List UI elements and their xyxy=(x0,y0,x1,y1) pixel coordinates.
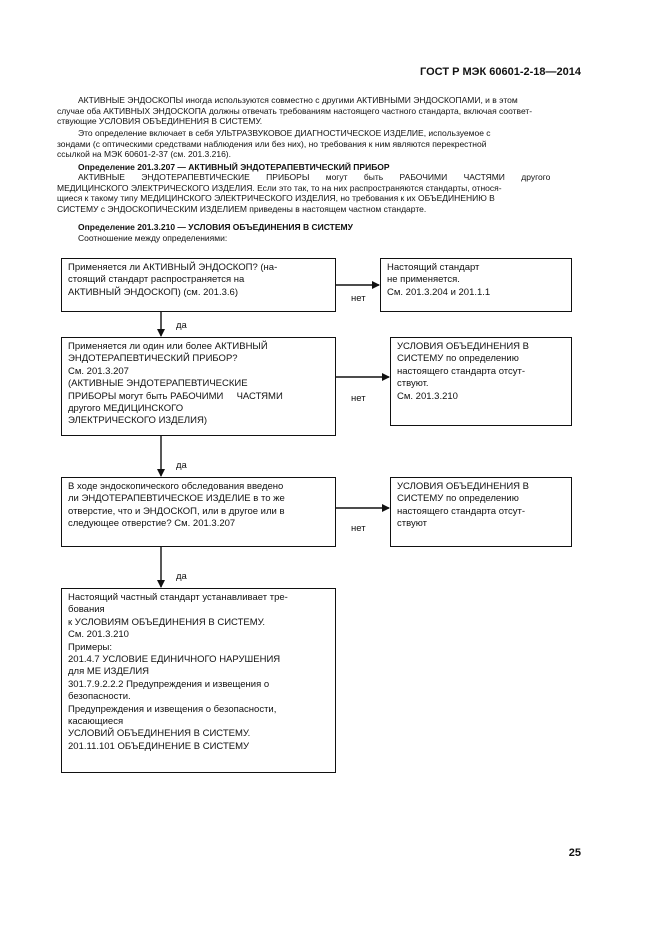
result-box-no-system-conditions-2: УСЛОВИЯ ОБЪЕДИНЕНИЯ В СИСТЕМУ по определ… xyxy=(390,477,572,547)
text-line: случае оба АКТИВНЫХ ЭНДОСКОПА должны отв… xyxy=(57,105,533,116)
box-line: УСЛОВИЯ ОБЪЕДИНЕНИЯ В xyxy=(397,481,530,492)
no-label: нет xyxy=(351,293,366,304)
box-line: касающиеся xyxy=(68,716,124,728)
box-line: отверстие, что и ЭНДОСКОП, или в другое … xyxy=(68,505,285,517)
page-number: 25 xyxy=(568,847,581,859)
box-line: 301.7.9.2.2.2 Предупреждения и извещения… xyxy=(68,678,270,690)
definition-heading-210: Определение 201.3.210 — УСЛОВИЯ ОБЪЕДИНЕ… xyxy=(78,222,353,232)
box-line: настоящего стандарта отсут- xyxy=(397,365,526,377)
yes-label: да xyxy=(176,571,187,582)
box-line: УСЛОВИЯ ОБЪЕДИНЕНИЯ В xyxy=(397,341,530,352)
box-line: для МЕ ИЗДЕЛИЯ xyxy=(68,666,150,678)
box-line: не применяется. xyxy=(387,274,460,286)
result-box-no-system-conditions-1: УСЛОВИЯ ОБЪЕДИНЕНИЯ В СИСТЕМУ по определ… xyxy=(390,337,572,426)
text-line: ствующие УСЛОВИЯ ОБЪЕДИНЕНИЯ В СИСТЕМУ. xyxy=(57,116,263,127)
text-line: Это определение включает в себя УЛЬТРАЗВ… xyxy=(78,128,491,138)
text-line: ссылкой на МЭК 60601-2-37 (см. 201.3.216… xyxy=(57,149,232,160)
box-line: ствуют xyxy=(397,518,427,530)
box-line: ЭНДОТЕРАПЕВТИЧЕСКИЙ ПРИБОР? xyxy=(68,353,238,365)
box-line: бования xyxy=(68,604,105,616)
box-line: Настоящий частный стандарт устанавливает… xyxy=(68,592,288,603)
box-line: В ходе эндоскопического обследования вве… xyxy=(68,481,284,492)
box-line: СИСТЕМУ по определению xyxy=(397,493,519,505)
text-line: щиеся к такому типу МЕДИЦИНСКОГО ЭЛЕКТРИ… xyxy=(57,193,495,204)
box-line: См. 201.3.204 и 201.1.1 xyxy=(387,286,491,298)
box-line: стоящий стандарт распространяется на xyxy=(68,274,245,286)
box-line: следующее отверстие? См. 201.3.207 xyxy=(68,518,236,530)
question-box-active-endoscope: Применяется ли АКТИВНЫЙ ЭНДОСКОП? (на- с… xyxy=(61,258,336,312)
box-line: АКТИВНЫЙ ЭНДОСКОП) (см. 201.3.6) xyxy=(68,286,238,298)
box-line: СИСТЕМУ по определению xyxy=(397,353,519,365)
yes-label: да xyxy=(176,460,187,471)
box-line: УСЛОВИЙ ОБЪЕДИНЕНИЯ В СИСТЕМУ. xyxy=(68,728,251,740)
text-line: СИСТЕМУ с ЭНДОСКОПИЧЕСКИМ ИЗДЕЛИЕМ приве… xyxy=(57,203,427,214)
paragraph-ultrasound: Это определение включает в себя УЛЬТРАЗВ… xyxy=(57,128,584,160)
box-line: См. 201.3.207 xyxy=(68,365,129,377)
question-box-endotherapy-device: Применяется ли один или более АКТИВНЫЙ Э… xyxy=(61,337,336,436)
box-line: См. 201.3.210 xyxy=(397,390,458,402)
result-box-not-applicable: Настоящий стандарт не применяется. См. 2… xyxy=(380,258,572,312)
box-line: Примеры: xyxy=(68,641,112,653)
definition-heading-207: Определение 201.3.207 — АКТИВНЫЙ ЭНДОТЕР… xyxy=(78,162,390,172)
question-box-same-orifice: В ходе эндоскопического обследования вве… xyxy=(61,477,336,547)
text-line: МЕДИЦИНСКОГО ЭЛЕКТРИЧЕСКОГО ИЗДЕЛИЯ. Есл… xyxy=(57,182,502,193)
no-label: нет xyxy=(351,393,366,404)
document-header: ГОСТ Р МЭК 60601-2-18—2014 xyxy=(420,66,581,78)
final-box-requirements: Настоящий частный стандарт устанавливает… xyxy=(61,588,336,773)
text-line: зондами (с оптическими средствами наблюд… xyxy=(57,138,487,149)
box-line: ПРИБОРЫ могут быть РАБОЧИМИ ЧАСТЯМИ xyxy=(68,390,283,402)
text-line: АКТИВНЫЕ ЭНДОСКОПЫ иногда используются с… xyxy=(78,95,518,105)
text-line: АКТИВНЫЕ ЭНДОТЕРАПЕВТИЧЕСКИЕ ПРИБОРЫ мог… xyxy=(78,172,551,182)
box-line: ЭЛЕКТРИЧЕСКОГО ИЗДЕЛИЯ) xyxy=(68,415,207,427)
no-label: нет xyxy=(351,523,366,534)
box-line: Настоящий стандарт xyxy=(387,262,480,273)
box-line: (АКТИВНЫЕ ЭНДОТЕРАПЕВТИЧЕСКИЕ xyxy=(68,378,248,390)
box-line: Применяется ли один или более АКТИВНЫЙ xyxy=(68,341,268,352)
box-line: См. 201.3.210 xyxy=(68,629,129,641)
box-line: ли ЭНДОТЕРАПЕВТИЧЕСКОЕ ИЗДЕЛИЕ в то же xyxy=(68,493,285,505)
box-line: Предупреждения и извещения о безопасност… xyxy=(68,703,277,715)
box-line: ствуют. xyxy=(397,378,429,390)
box-line: настоящего стандарта отсут- xyxy=(397,505,526,517)
yes-label: да xyxy=(176,320,187,331)
box-line: 201.11.101 ОБЪЕДИНЕНИЕ В СИСТЕМУ xyxy=(68,740,250,752)
box-line: другого МЕДИЦИНСКОГО xyxy=(68,403,184,415)
box-line: Применяется ли АКТИВНЫЙ ЭНДОСКОП? (на- xyxy=(68,262,278,273)
paragraph-endotherapy: АКТИВНЫЕ ЭНДОТЕРАПЕВТИЧЕСКИЕ ПРИБОРЫ мог… xyxy=(57,172,584,214)
box-line: безопасности. xyxy=(68,691,131,703)
paragraph-active-endoscopes: АКТИВНЫЕ ЭНДОСКОПЫ иногда используются с… xyxy=(57,95,584,127)
box-line: 201.4.7 УСЛОВИЕ ЕДИНИЧНОГО НАРУШЕНИЯ xyxy=(68,654,281,666)
relation-caption: Соотношение между определениями: xyxy=(78,233,228,243)
box-line: к УСЛОВИЯМ ОБЪЕДИНЕНИЯ В СИСТЕМУ. xyxy=(68,616,266,628)
